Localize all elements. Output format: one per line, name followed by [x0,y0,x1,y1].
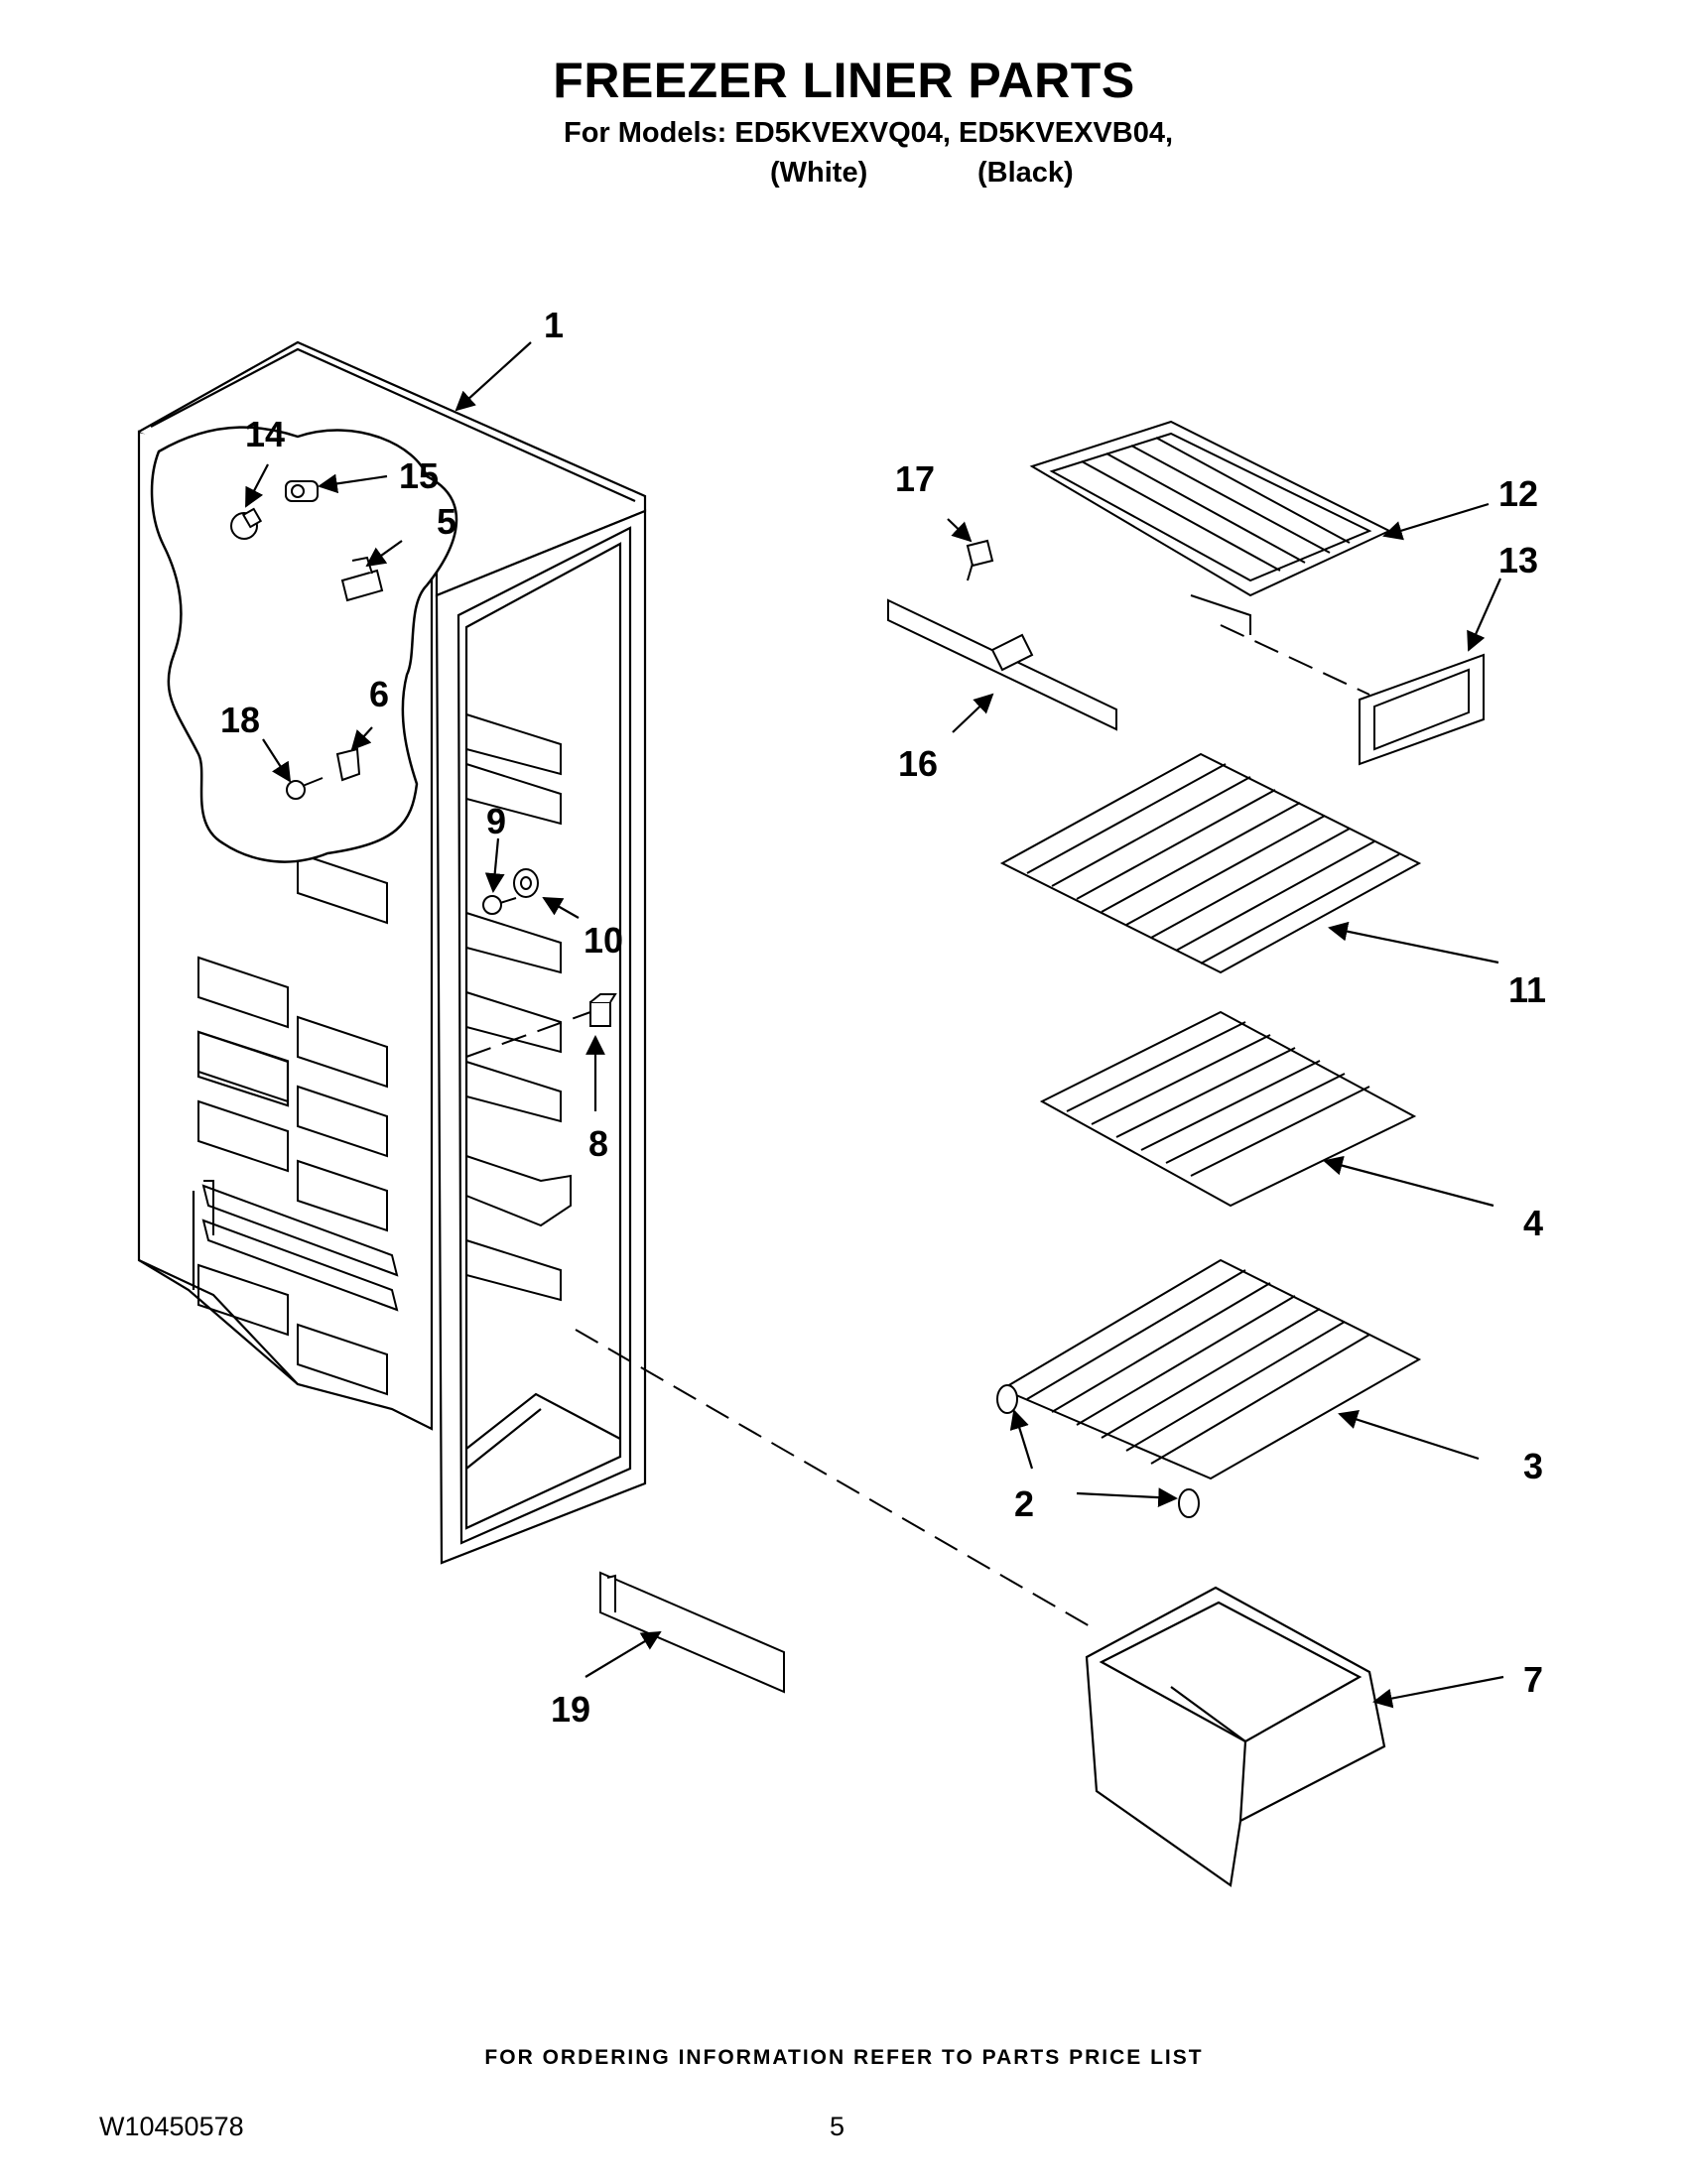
part-12-freezer-tray [1029,420,1392,635]
leader-arrows [245,341,1504,1709]
callout-4: 4 [1523,1203,1543,1243]
liner-cutaway [150,426,458,863]
ordering-note: FOR ORDERING INFORMATION REFER TO PARTS … [484,2046,1204,2069]
callout-16: 16 [898,743,938,784]
part-7-freezer-bin [1085,1586,1386,1887]
callout-11: 11 [1508,969,1546,1010]
models-line: For Models: ED5KVEXVQ04, ED5KVEXVB04, [564,117,1174,149]
dashed-guide-lines [465,624,1370,1628]
callout-10: 10 [584,920,623,961]
callout-9: 9 [486,801,506,841]
part-16-shelf-bracket [887,598,1117,731]
callout-8: 8 [588,1123,608,1164]
part-4-wire-shelf [1039,1010,1417,1208]
part-14-lamp-bulb [230,507,263,540]
callout-5: 5 [437,501,456,542]
part-6-clip [335,747,361,782]
callout-15: 15 [399,455,439,496]
callout-12: 12 [1498,473,1538,514]
page-number: 5 [830,2112,845,2141]
liner-side-pads [197,851,399,1396]
part-18-screw [286,777,324,800]
part-10-roller [513,868,539,898]
callout-7: 7 [1523,1659,1543,1700]
callout-17: 17 [895,458,935,499]
callout-6: 6 [369,674,389,714]
part-11-wire-shelf [999,752,1422,974]
callout-1: 1 [544,305,564,345]
callout-3: 3 [1523,1446,1543,1486]
callout-2: 2 [1014,1483,1034,1524]
part-17-screw [966,539,994,581]
part-15-lamp-socket [285,480,319,502]
callout-13: 13 [1498,540,1538,580]
page-title: FREEZER LINER PARTS [553,53,1135,108]
part-13-tray-front [1359,653,1485,766]
part-9-screw [482,895,517,915]
document-number: W10450578 [99,2112,244,2141]
callout-19: 19 [551,1689,590,1730]
part-8-clip [589,993,617,1027]
liner-interior-pads [465,712,572,1302]
part-3-wire-shelf [999,1258,1422,1480]
part-19-cover [599,1571,785,1694]
color-label-black: (Black) [977,157,1074,189]
part-2-shelf-supports [996,1384,1200,1518]
callout-14: 14 [245,414,285,454]
color-label-white: (White) [770,157,868,189]
callout-18: 18 [220,700,260,740]
